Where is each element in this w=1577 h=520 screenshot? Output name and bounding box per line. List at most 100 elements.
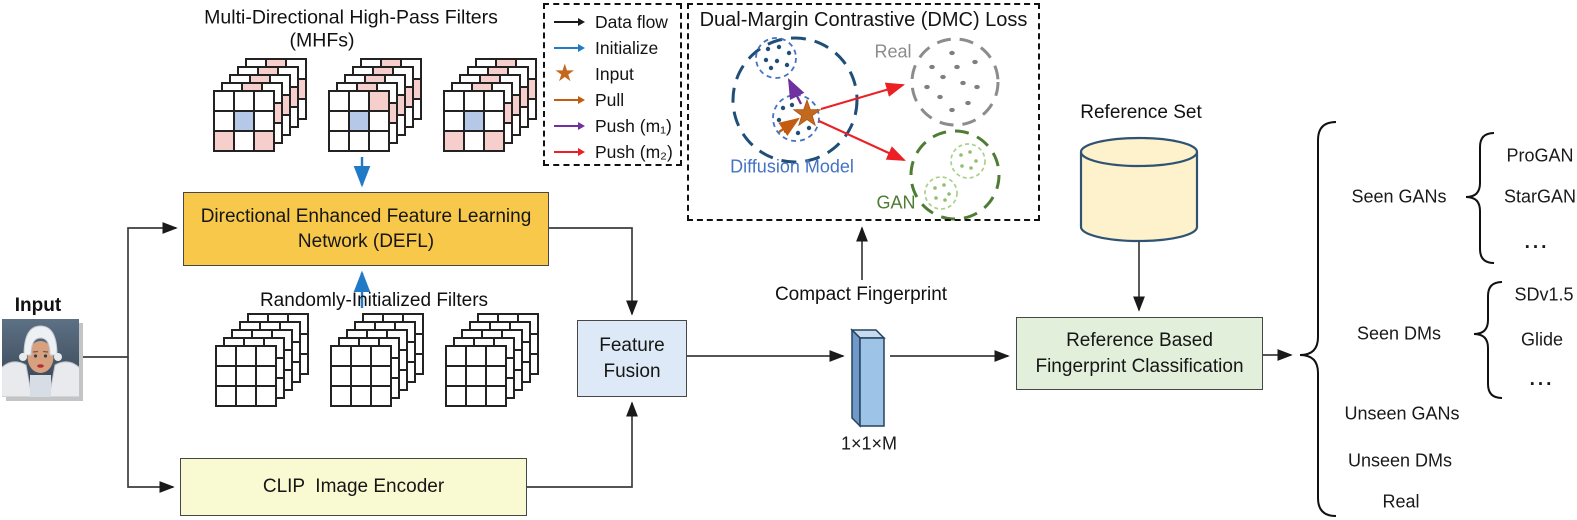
diffusion-model-label: Diffusion Model	[730, 156, 854, 177]
legend-item-push-m2: Push (m₂)	[545, 139, 680, 165]
filter-cell	[444, 91, 464, 111]
filter-grid-layer	[213, 90, 275, 152]
taxonomy-brace-main	[1299, 121, 1337, 517]
pull-arrow-icon	[554, 98, 584, 102]
filter-cell	[484, 91, 504, 111]
filter-cell	[464, 111, 484, 131]
filter-cell	[464, 91, 484, 111]
filter-cell	[236, 386, 256, 406]
filter-cell	[446, 386, 466, 406]
filter-cell	[466, 346, 486, 366]
mhf-title-line1: Multi-Directional High-Pass Filters	[204, 6, 498, 29]
legend-label-push-m2: Push (m₂)	[595, 141, 673, 162]
filter-cell	[214, 131, 234, 151]
legend-label-data-flow: Data flow	[595, 11, 668, 32]
push-m2-arrow-icon	[554, 150, 584, 154]
filter-cell	[236, 346, 256, 366]
filter-cell	[331, 346, 351, 366]
taxonomy-dms-ellipsis: ...	[1529, 369, 1555, 390]
rif-stack-3	[445, 313, 539, 407]
legend-label-initialize: Initialize	[595, 37, 659, 58]
fingerprint-tensor	[850, 328, 886, 428]
defl-box: Directional Enhanced Feature Learning Ne…	[183, 192, 549, 266]
filter-cell	[466, 386, 486, 406]
input-star-icon: ★	[554, 60, 576, 87]
initialize-arrow-icon	[554, 46, 584, 50]
filter-cell	[371, 386, 391, 406]
filter-cell	[216, 386, 236, 406]
real-cluster-label: Real	[874, 41, 912, 62]
filter-cell	[329, 131, 349, 151]
flow-clip-to-fusion	[527, 401, 638, 488]
taxonomy-unseen-gans: Unseen GANs	[1344, 403, 1460, 424]
filter-cell	[369, 111, 389, 131]
filter-cell	[464, 131, 484, 151]
mhf-stack-2	[328, 58, 422, 152]
filter-cell	[234, 91, 254, 111]
filter-cell	[484, 131, 504, 151]
flow-input-to-clip	[127, 357, 175, 493]
filter-cell	[349, 91, 369, 111]
filter-cell	[369, 131, 389, 151]
legend-label-input: Input	[595, 63, 634, 84]
taxonomy-brace-seen-gans	[1465, 132, 1495, 264]
input-label: Input	[14, 295, 62, 316]
taxonomy-real: Real	[1382, 491, 1420, 512]
legend-item-initialize: Initialize	[545, 35, 680, 61]
filter-cell	[444, 111, 464, 131]
filter-cell	[216, 366, 236, 386]
mhf-stack-3	[443, 58, 537, 152]
classifier-box: Reference Based Fingerprint Classificati…	[1016, 317, 1263, 390]
filter-grid-layer	[445, 345, 507, 407]
taxonomy-sdv15: SDv1.5	[1514, 284, 1574, 305]
flow-input-to-defl	[80, 222, 178, 358]
mhf-stack-1	[213, 58, 307, 152]
push-m1-arrow-icon	[554, 124, 584, 128]
filter-cell	[234, 131, 254, 151]
filter-cell	[256, 346, 276, 366]
reference-set-cylinder	[1079, 136, 1199, 243]
rif-stack-2	[330, 313, 424, 407]
filter-cell	[254, 91, 274, 111]
filter-cell	[351, 366, 371, 386]
gan-cluster-label: GAN	[876, 192, 916, 213]
compact-fingerprint-label: Compact Fingerprint	[774, 284, 948, 305]
filter-cell	[329, 91, 349, 111]
reference-set-label: Reference Set	[1080, 102, 1202, 123]
filter-cell	[216, 346, 236, 366]
filter-cell	[466, 366, 486, 386]
legend-item-input: ★ Input	[545, 61, 680, 87]
legend-label-push-m1: Push (m₁)	[595, 115, 672, 136]
filter-cell	[446, 346, 466, 366]
filter-grid-layer	[215, 345, 277, 407]
taxonomy-stargan: StarGAN	[1503, 186, 1577, 207]
filter-cell	[371, 346, 391, 366]
filter-cell	[486, 386, 506, 406]
taxonomy-gans-ellipsis: ...	[1524, 232, 1550, 253]
filter-cell	[329, 111, 349, 131]
fingerprint-dim-label: 1×1×M	[840, 433, 898, 454]
taxonomy-brace-seen-dms	[1473, 281, 1503, 399]
filter-cell	[331, 386, 351, 406]
legend-label-pull: Pull	[595, 89, 625, 110]
filter-cell	[486, 366, 506, 386]
filter-cell	[214, 91, 234, 111]
filter-cell	[369, 91, 389, 111]
dmc-title: Dual-Margin Contrastive (DMC) Loss	[699, 9, 1028, 31]
dmc-loss-panel: Dual-Margin Contrastive (DMC) Loss	[687, 3, 1040, 221]
filter-cell	[371, 366, 391, 386]
legend-item-data-flow: Data flow	[545, 9, 680, 35]
data-flow-arrow-icon	[554, 20, 584, 24]
legend-item-push-m1: Push (m₁)	[545, 113, 680, 139]
input-face-image	[0, 319, 82, 398]
taxonomy-unseen-dms: Unseen DMs	[1347, 450, 1453, 471]
taxonomy-progan: ProGAN	[1506, 145, 1574, 166]
filter-cell	[484, 111, 504, 131]
filter-cell	[486, 346, 506, 366]
filter-cell	[349, 131, 369, 151]
clip-encoder-box: CLIP Image Encoder	[180, 458, 527, 516]
legend-item-pull: Pull	[545, 87, 680, 113]
rif-stack-1	[215, 313, 309, 407]
filter-grid-layer	[328, 90, 390, 152]
